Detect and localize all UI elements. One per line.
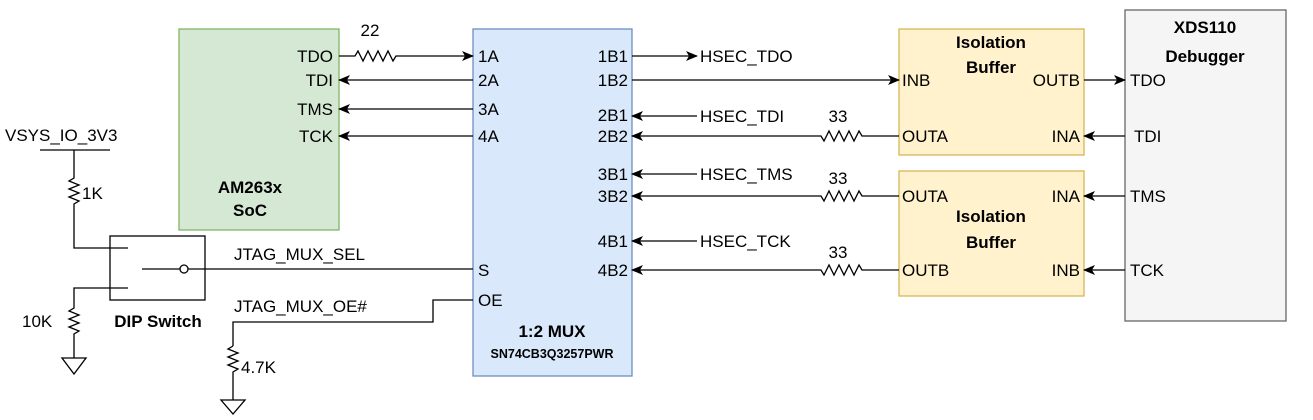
mux-name: 1:2 MUX — [518, 322, 586, 341]
debugger-block — [1124, 9, 1287, 322]
dip-switch — [109, 235, 206, 301]
mux-pin-1b1: 1B1 — [598, 47, 628, 66]
ground-symbol-2 — [219, 399, 247, 415]
buffer-bottom-title-2: Buffer — [966, 233, 1016, 252]
buffer-top-title-2: Buffer — [966, 58, 1016, 77]
net-hsec-tck: HSEC_TCK — [700, 232, 791, 251]
resistor-tdo-value: 22 — [361, 21, 380, 40]
debugger-pin-tck: TCK — [1130, 261, 1165, 280]
soc-pin-tck: TCK — [299, 127, 334, 146]
net-hsec-tdo: HSEC_TDO — [700, 47, 793, 66]
mux-pin-1a: 1A — [478, 47, 499, 66]
debugger-title-1: XDS110 — [1174, 18, 1236, 37]
soc-pin-tdi: TDI — [306, 71, 333, 90]
buffer-top-pin-ina: INA — [1052, 127, 1081, 146]
wire-tdo-soc-mux — [339, 49, 474, 63]
resistor-pullup-value: 1K — [82, 184, 103, 203]
buffer-top-pin-outb: OUTB — [1033, 71, 1080, 90]
mux-pin-2b1: 2B1 — [598, 106, 628, 125]
buffer-bottom-title-1: Isolation — [956, 207, 1026, 226]
soc-pin-tdo: TDO — [297, 47, 333, 66]
switch-pivot — [179, 264, 189, 274]
net-mux-sel: JTAG_MUX_SEL — [234, 245, 365, 264]
debugger-pin-tdi: TDI — [1134, 127, 1161, 146]
wire-4b2-outb — [631, 263, 899, 277]
wire-3b2-outa — [631, 189, 899, 203]
net-hsec-tms: HSEC_TMS — [700, 165, 793, 184]
isolation-buffer-top — [898, 28, 1085, 156]
mux-block — [472, 28, 633, 377]
resistor-tck-value: 33 — [829, 243, 848, 262]
dip-switch-label: DIP Switch — [114, 312, 202, 331]
wire-mux-oe — [232, 299, 473, 346]
mux-pin-1b2: 1B2 — [598, 71, 628, 90]
buffer-top-pin-inb: INB — [902, 71, 930, 90]
debugger-pin-tms: TMS — [1130, 187, 1166, 206]
mux-pin-2a: 2A — [478, 71, 499, 90]
soc-pin-tms: TMS — [297, 100, 333, 119]
mux-pin-oe: OE — [478, 291, 503, 310]
soc-name: AM263x — [218, 178, 283, 197]
buffer-bottom-pin-inb: INB — [1052, 261, 1080, 280]
mux-pin-4b1: 4B1 — [598, 232, 628, 251]
mux-pin-3b2: 3B2 — [598, 187, 628, 206]
debugger-title-2: Debugger — [1165, 47, 1245, 66]
debugger-pin-tdo: TDO — [1130, 71, 1166, 90]
buffer-bottom-pin-ina: INA — [1052, 187, 1081, 206]
net-vsys: VSYS_IO_3V3 — [5, 126, 117, 145]
buffer-bottom-pin-outb: OUTB — [902, 261, 949, 280]
resistor-tms-value: 33 — [829, 169, 848, 188]
resistor-pulldown-value: 10K — [22, 312, 53, 331]
resistor-tdi-value: 33 — [829, 107, 848, 126]
mux-part-number: SN74CB3Q3257PWR — [491, 347, 614, 361]
resistor-oe-pulldown — [226, 345, 240, 400]
mux-pin-2b2: 2B2 — [598, 127, 628, 146]
net-hsec-tdi: HSEC_TDI — [700, 107, 784, 126]
soc-subtitle: SoC — [233, 201, 267, 220]
mux-pin-3b1: 3B1 — [598, 165, 628, 184]
buffer-top-title-1: Isolation — [956, 33, 1026, 52]
mux-pin-3a: 3A — [478, 100, 499, 119]
ground-symbol-1 — [60, 357, 88, 376]
buffer-bottom-pin-outa: OUTA — [902, 187, 949, 206]
isolation-buffer-bottom — [898, 170, 1085, 297]
mux-pin-4a: 4A — [478, 127, 499, 146]
mux-pin-4b2: 4B2 — [598, 261, 628, 280]
resistor-pullup — [67, 150, 114, 249]
wire-2b2-outa — [631, 129, 899, 143]
mux-pin-s: S — [478, 261, 489, 280]
resistor-oe-pulldown-value: 4.7K — [241, 358, 277, 377]
net-mux-oe: JTAG_MUX_OE# — [234, 297, 367, 316]
resistor-pulldown — [67, 287, 110, 358]
soc-block — [178, 28, 340, 231]
buffer-top-pin-outa: OUTA — [902, 127, 949, 146]
